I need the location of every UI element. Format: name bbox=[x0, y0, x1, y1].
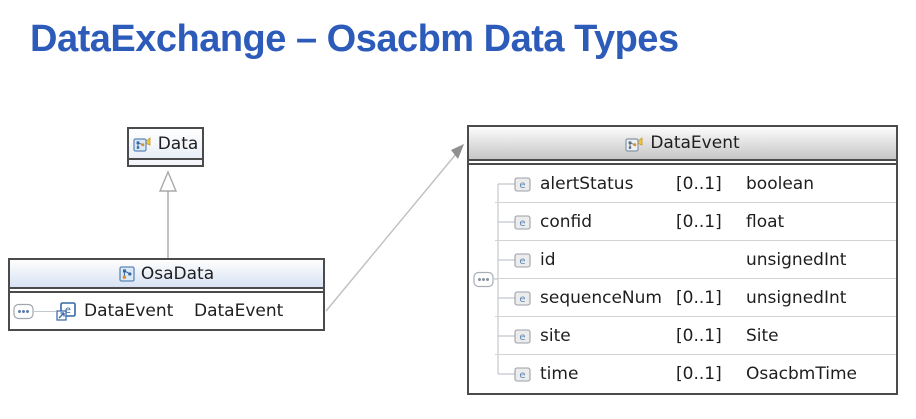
svg-text:e: e bbox=[519, 218, 525, 229]
element-cardinality: [0..1] bbox=[676, 288, 722, 308]
element-name: sequenceNum bbox=[540, 288, 662, 308]
page-title: DataExchange – Osacbm Data Types bbox=[30, 18, 679, 60]
dataevent-type-header: DataEvent bbox=[469, 127, 896, 159]
element-name: time bbox=[540, 364, 579, 384]
element-type: OsacbmTime bbox=[746, 364, 857, 384]
element-cardinality: [0..1] bbox=[676, 174, 722, 194]
element-row: e id unsignedInt bbox=[469, 241, 896, 279]
element-cardinality: [0..1] bbox=[676, 212, 722, 232]
element-name: site bbox=[540, 326, 571, 346]
element-name: confid bbox=[540, 212, 593, 232]
complex-type-icon bbox=[133, 135, 152, 152]
element-row: e site [0..1] Site bbox=[469, 317, 896, 355]
osadata-type-name: OsaData bbox=[140, 263, 215, 284]
data-type-box: Data bbox=[127, 127, 204, 167]
osadata-element-row: e DataEvent DataEvent bbox=[10, 293, 323, 329]
element-row: e alertStatus [0..1] boolean bbox=[469, 165, 896, 203]
svg-text:e: e bbox=[65, 305, 71, 316]
svg-text:e: e bbox=[519, 370, 525, 381]
dataevent-elements: e alertStatus [0..1] boolean e confid [0… bbox=[469, 165, 896, 393]
element-type: Site bbox=[746, 326, 779, 346]
element-type: unsignedInt bbox=[746, 250, 847, 270]
element-row: e confid [0..1] float bbox=[469, 203, 896, 241]
generalization-arrowhead bbox=[158, 170, 178, 192]
element-type: unsignedInt bbox=[746, 288, 847, 308]
data-type-name: Data bbox=[157, 133, 199, 154]
element-icon: e bbox=[514, 290, 531, 306]
svg-text:e: e bbox=[519, 256, 525, 267]
complex-type-icon bbox=[119, 265, 135, 282]
element-row: e sequenceNum [0..1] unsignedInt bbox=[469, 279, 896, 317]
element-type: float bbox=[746, 212, 785, 232]
element-row: e time [0..1] OsacbmTime bbox=[469, 355, 896, 393]
element-name: DataEvent bbox=[84, 301, 174, 321]
compartment-separator bbox=[469, 159, 896, 165]
reference-line bbox=[325, 153, 457, 312]
svg-text:e: e bbox=[519, 180, 525, 191]
element-cardinality: [0..1] bbox=[676, 364, 722, 384]
element-icon: e bbox=[514, 176, 531, 192]
anonymous-complex-type-icon bbox=[625, 135, 644, 152]
element-reference-icon: e bbox=[56, 301, 76, 321]
connector-stub bbox=[34, 310, 56, 312]
osadata-type-header: OsaData bbox=[10, 260, 323, 287]
reference-arrowhead bbox=[451, 144, 464, 159]
element-icon: e bbox=[514, 366, 531, 382]
sequence-icon bbox=[13, 303, 34, 320]
element-name: alertStatus bbox=[540, 174, 634, 194]
element-name: id bbox=[540, 250, 556, 270]
element-type: DataEvent bbox=[194, 301, 284, 321]
dataevent-type-box: DataEvent bbox=[467, 125, 898, 395]
element-icon: e bbox=[514, 252, 531, 268]
element-icon: e bbox=[514, 328, 531, 344]
element-cardinality: [0..1] bbox=[676, 326, 722, 346]
dataevent-type-name: DataEvent bbox=[650, 133, 740, 153]
data-type-header: Data bbox=[129, 129, 202, 158]
svg-text:e: e bbox=[519, 294, 525, 305]
osadata-type-box: OsaData e DataEvent bbox=[8, 258, 325, 331]
svg-text:e: e bbox=[519, 332, 525, 343]
element-type: boolean bbox=[746, 174, 814, 194]
compartment-separator bbox=[10, 287, 323, 293]
tree-connector bbox=[494, 183, 515, 375]
element-icon: e bbox=[514, 214, 531, 230]
data-empty-compartment bbox=[129, 158, 202, 165]
sequence-icon bbox=[473, 271, 494, 288]
